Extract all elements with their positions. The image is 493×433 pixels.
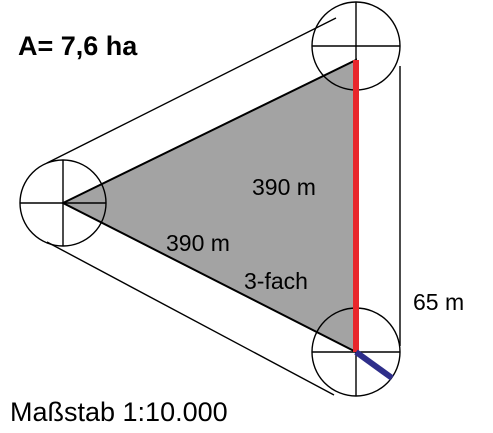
scale-label: Maßstab 1:10.000 bbox=[10, 397, 228, 427]
offset-label: 65 m bbox=[413, 289, 464, 315]
side-label-vertical: 390 m bbox=[252, 174, 316, 200]
side-label-diagonal: 390 m bbox=[166, 230, 230, 256]
multiplier-label: 3-fach bbox=[244, 268, 308, 294]
area-label: A= 7,6 ha bbox=[18, 31, 138, 61]
offset-line bbox=[354, 349, 394, 381]
envelope-lines bbox=[46, 17, 401, 396]
triangle-area bbox=[60, 58, 357, 354]
circle-left bbox=[19, 159, 107, 247]
